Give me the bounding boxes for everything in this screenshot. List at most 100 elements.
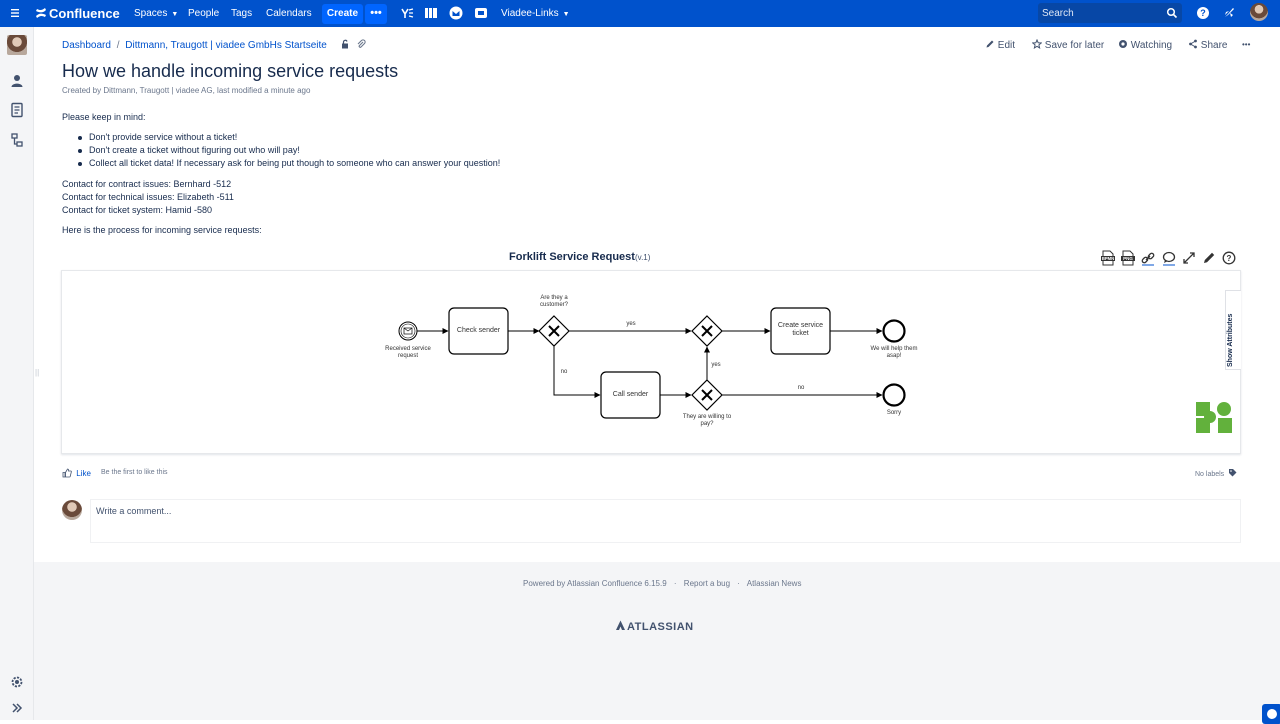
- report-bug-link[interactable]: Report a bug: [683, 579, 731, 588]
- flow-no-label: no: [797, 385, 805, 391]
- fullscreen-icon[interactable]: [1181, 250, 1197, 266]
- bpmn-plugin-logo: [1196, 402, 1232, 433]
- list-item: Collect all ticket data! If necessary as…: [77, 158, 501, 168]
- settings-gear-icon[interactable]: [8, 673, 26, 691]
- save-for-later-label: Save for later: [1044, 40, 1105, 51]
- share-icon: [1189, 39, 1197, 49]
- atlassian-logo[interactable]: ATLASSIAN: [615, 620, 694, 633]
- mail-icon[interactable]: [448, 5, 464, 21]
- check-sender-label: Check sender: [456, 327, 501, 334]
- nav-calendars[interactable]: Calendars: [266, 0, 312, 27]
- end-event-help[interactable]: [882, 319, 906, 343]
- brand-name: Confluence: [49, 6, 120, 21]
- process-intro-text: Here is the process for incoming service…: [62, 225, 262, 235]
- hamburger-menu-icon[interactable]: [8, 6, 22, 20]
- labels-section: No labels: [1195, 468, 1237, 478]
- space-avatar[interactable]: [7, 35, 27, 55]
- footer-links: Powered by Atlassian Confluence 6.15.9 ·…: [523, 579, 801, 588]
- footer-separator: ·: [673, 579, 677, 588]
- pages-icon[interactable]: [8, 101, 26, 119]
- breadcrumb-dashboard[interactable]: Dashboard: [62, 40, 111, 51]
- edit-label: Edit: [997, 40, 1016, 51]
- comment-bubble-icon[interactable]: [1161, 250, 1177, 266]
- diagram-help-icon[interactable]: ?: [1221, 250, 1237, 266]
- end-sorry-label: Sorry: [886, 410, 902, 416]
- share-button[interactable]: Share: [1188, 39, 1227, 51]
- create-button[interactable]: Create: [322, 4, 363, 24]
- bpmn-diagram-frame[interactable]: Received service request Check sender Ar…: [61, 270, 1241, 454]
- flow-no-label: no: [560, 369, 568, 375]
- pencil-icon: [986, 40, 994, 48]
- like-button[interactable]: Like: [62, 468, 91, 478]
- no-labels-text: No labels: [1195, 471, 1225, 478]
- call-sender-label: Call sender: [612, 391, 649, 398]
- notifications-icon[interactable]: [1221, 5, 1237, 21]
- label-tag-icon[interactable]: [1228, 468, 1237, 477]
- search-box[interactable]: [1038, 3, 1182, 23]
- nav-viadee-links[interactable]: Viadee-Links▼: [501, 0, 570, 27]
- edit-diagram-pencil-icon[interactable]: [1201, 250, 1217, 266]
- page-tree-icon[interactable]: [8, 131, 26, 149]
- search-icon[interactable]: [1166, 7, 1178, 19]
- footer-separator: ·: [737, 579, 740, 588]
- contact-line: Contact for contract issues: Bernhard -5…: [62, 179, 232, 189]
- download-bpmn-icon[interactable]: BPMN: [1100, 250, 1116, 266]
- nav-tags[interactable]: Tags: [231, 0, 252, 27]
- expand-sidebar-icon[interactable]: [8, 699, 26, 717]
- list-item: Don't create a ticket without figuring o…: [78, 145, 300, 155]
- confluence-logo[interactable]: Confluence: [35, 0, 120, 27]
- show-attributes-tab[interactable]: Show Attributes: [1225, 290, 1241, 370]
- chevron-down-icon: ▼: [171, 11, 179, 18]
- link-icon[interactable]: [1140, 250, 1156, 266]
- thumbs-up-icon: [62, 468, 72, 478]
- people-icon[interactable]: [8, 72, 26, 90]
- watching-label: Watching: [1130, 40, 1173, 51]
- left-sidebar: [0, 27, 34, 720]
- comment-box[interactable]: [90, 499, 1241, 543]
- watching-button[interactable]: Watching: [1118, 39, 1172, 51]
- save-for-later-button[interactable]: Save for later: [1031, 38, 1105, 51]
- commenter-avatar: [62, 500, 82, 520]
- download-png-icon[interactable]: PNG: [1120, 250, 1136, 266]
- contact-line: Contact for technical issues: Elizabeth …: [62, 192, 234, 202]
- more-actions-button[interactable]: •••: [1242, 40, 1251, 49]
- gateway-customer-label: Are they a customer?: [539, 295, 568, 308]
- flow-yes-label: yes: [711, 362, 721, 368]
- show-attributes-label: Show Attributes: [1227, 313, 1234, 367]
- end-help-label: We will help them asap!: [870, 346, 918, 359]
- star-icon: [1031, 38, 1043, 49]
- attachment-icon[interactable]: [356, 39, 367, 49]
- comment-input[interactable]: [96, 504, 696, 518]
- chevron-down-icon: ▼: [562, 11, 570, 18]
- start-event-message[interactable]: [398, 321, 418, 341]
- library-icon[interactable]: [423, 5, 439, 21]
- share-label: Share: [1200, 40, 1228, 51]
- sequence-flow: [553, 346, 601, 398]
- gateway-pay[interactable]: [691, 379, 723, 411]
- unlock-icon[interactable]: [340, 39, 350, 49]
- like-summary: Be the first to like this: [101, 469, 168, 476]
- breadcrumb-space[interactable]: Dittmann, Traugott | viadee GmbHs Starts…: [125, 40, 327, 51]
- nav-spaces[interactable]: Spaces▼: [134, 0, 178, 27]
- nav-calendars-label: Calendars: [266, 8, 312, 19]
- gateway-merge[interactable]: [691, 315, 723, 347]
- user-avatar[interactable]: [1250, 3, 1268, 21]
- atlassian-news-link[interactable]: Atlassian News: [746, 579, 802, 588]
- search-input[interactable]: [1042, 3, 1162, 23]
- calendar-app-icon[interactable]: [473, 5, 489, 21]
- end-event-sorry[interactable]: [882, 383, 906, 407]
- create-more-button[interactable]: •••: [365, 4, 387, 24]
- gateway-customer[interactable]: [538, 315, 570, 347]
- nav-tags-label: Tags: [231, 8, 253, 19]
- gateway-pay-label: They are willing to pay?: [682, 414, 732, 427]
- breadcrumb-separator: /: [116, 40, 120, 51]
- nav-viadee-links-label: Viadee-Links: [501, 8, 559, 19]
- png-tool-label: PNG: [1123, 256, 1133, 261]
- edit-button[interactable]: Edit: [985, 39, 1015, 51]
- sidebar-resize-handle[interactable]: ||: [35, 368, 40, 377]
- chat-widget-icon[interactable]: [1262, 704, 1280, 724]
- help-icon[interactable]: ?: [1195, 5, 1211, 21]
- bpmn-diagram[interactable]: [62, 271, 1240, 453]
- nav-people[interactable]: People: [188, 0, 219, 27]
- yammer-icon[interactable]: [399, 5, 415, 21]
